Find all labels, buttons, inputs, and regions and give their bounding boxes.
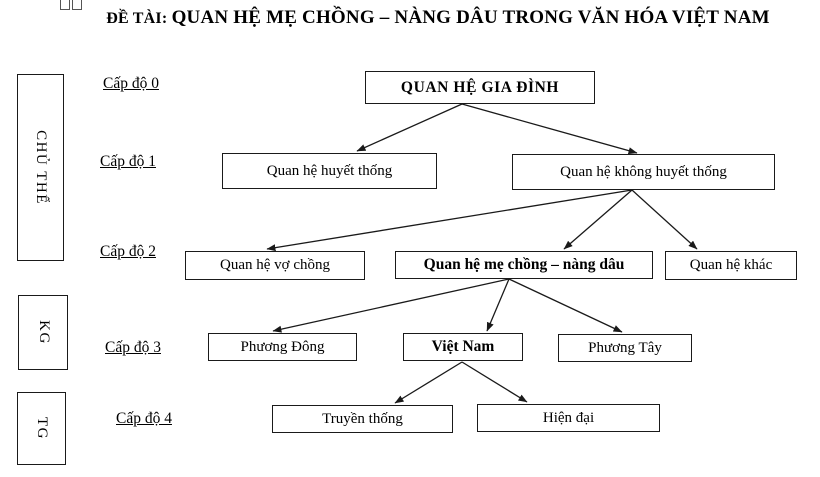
title-prefix: ĐỀ TÀI:	[106, 10, 168, 27]
node-truyen-thong: Truyền thống	[272, 405, 453, 433]
level-label-4: Cấp độ 4	[116, 410, 172, 427]
node-quan-he-gia-dinh: QUAN HỆ GIA ĐÌNH	[365, 71, 595, 104]
side-box-kg-label: KG	[35, 320, 52, 345]
arrow-mechong-vietnam	[486, 278, 510, 332]
node-hien-dai: Hiện đại	[477, 404, 660, 432]
arrow-vietnam-truyenthong	[394, 361, 463, 404]
node-quan-he-me-chong-nang-dau: Quan hệ mẹ chồng – nàng dâu	[395, 251, 653, 279]
arrow-giadinh-khonghuyetthong	[461, 103, 638, 155]
level-label-1: Cấp độ 1	[100, 153, 156, 170]
arrow-giadinh-huyetthong	[356, 103, 463, 152]
node-quan-he-huyet-thong: Quan hệ huyết thống	[222, 153, 437, 189]
arrow-mechong-phuongdong	[272, 278, 510, 333]
level-label-3: Cấp độ 3	[105, 339, 161, 356]
node-quan-he-khac: Quan hệ khác	[665, 251, 797, 280]
arrow-khong-vochong	[266, 189, 633, 252]
node-phuong-dong: Phương Đông	[208, 333, 357, 361]
title-main: QUAN HỆ MẸ CHỒNG – NÀNG DÂU TRONG VĂN HÓ…	[171, 7, 770, 28]
arrow-vietnam-hiendai	[461, 361, 528, 403]
page-title: ĐỀ TÀI: QUAN HỆ MẸ CHỒNG – NÀNG DÂU TRON…	[60, 7, 816, 29]
side-box-chu-the-label: CHỦ THỂ	[33, 130, 49, 205]
page-edge-artifact	[60, 0, 84, 15]
side-box-tg-label: TG	[34, 417, 50, 440]
arrow-khong-mechong	[563, 189, 633, 250]
arrow-mechong-phuongtay	[508, 278, 623, 333]
node-quan-he-khong-huyet-thong: Quan hệ không huyết thống	[512, 154, 775, 190]
node-quan-he-vo-chong: Quan hệ vợ chồng	[185, 251, 365, 280]
node-phuong-tay: Phương Tây	[558, 334, 692, 362]
side-box-kg: KG	[18, 295, 68, 370]
side-box-tg: TG	[17, 392, 66, 465]
side-box-chu-the: CHỦ THỂ	[17, 74, 64, 261]
level-label-0: Cấp độ 0	[103, 75, 159, 92]
arrow-khong-khac	[631, 189, 698, 250]
level-label-2: Cấp độ 2	[100, 243, 156, 260]
node-viet-nam: Việt Nam	[403, 333, 523, 361]
